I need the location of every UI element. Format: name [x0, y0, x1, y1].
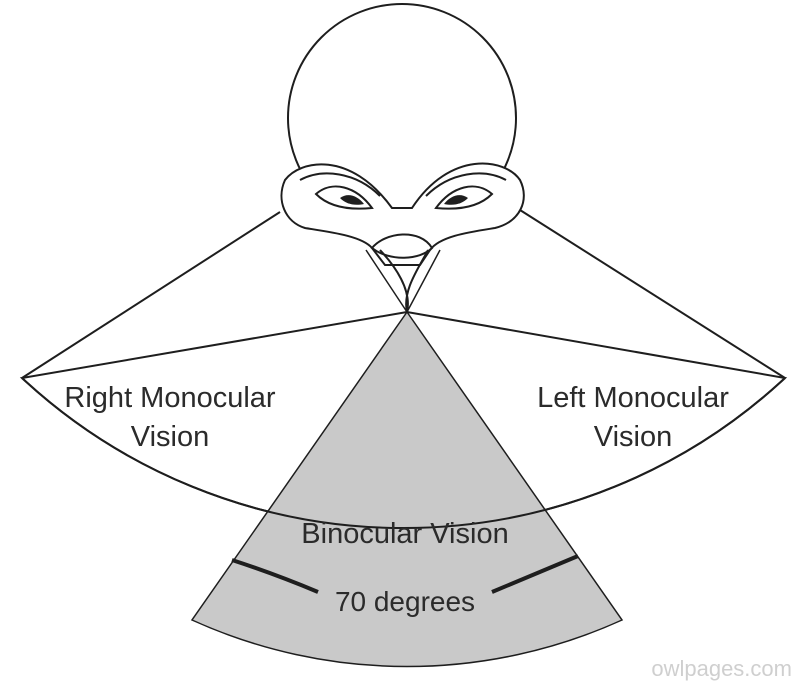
right-monocular-label-line1: Right Monocular	[64, 382, 275, 414]
watermark-text: owlpages.com	[651, 656, 792, 681]
binocular-vision-label: Binocular Vision	[301, 518, 508, 550]
left-monocular-label-line2: Vision	[594, 421, 672, 453]
binocular-angle-label: 70 degrees	[335, 586, 475, 617]
left-monocular-label-line1: Left Monocular	[537, 382, 729, 414]
right-monocular-label-line2: Vision	[131, 421, 209, 453]
